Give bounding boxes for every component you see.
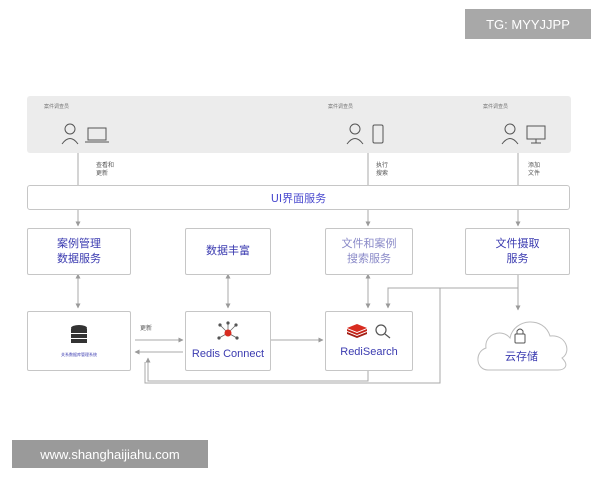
case-management-data-service: 案例管理 数据服务 <box>27 228 131 275</box>
actor-label-1: 案件调查员 <box>44 104 70 110</box>
actor-label-3: 案件调查员 <box>483 104 509 110</box>
actors-band <box>27 96 571 153</box>
actor-label-2: 案件调查员 <box>328 104 354 110</box>
investigator-laptop-icon <box>61 123 109 145</box>
redis-logo-icon <box>347 323 367 338</box>
label-update: 更新 <box>140 325 153 332</box>
investigator-monitor-icon <box>501 123 546 145</box>
label-view-update: 查看和 更新 <box>96 162 115 177</box>
redis-connect-icon <box>217 320 239 340</box>
redisearch-box: RediSearch <box>325 311 413 371</box>
rdbms-box: 关系数据库管理系统 <box>27 311 131 371</box>
database-icon <box>71 325 87 344</box>
label-add-files: 添加 文件 <box>528 162 541 177</box>
redis-connect-label: Redis Connect <box>191 347 265 360</box>
cloud-storage-label: 云存储 <box>505 350 538 363</box>
label-execute-search: 执行 搜索 <box>376 162 389 177</box>
ui-service-bar: UI界面服务 <box>27 185 570 210</box>
watermark-banner: www.shanghaijiahu.com <box>12 440 208 468</box>
file-case-search-service: 文件和案例 搜索服务 <box>325 228 413 275</box>
file-ingestion-service: 文件摄取 服务 <box>465 228 570 275</box>
investigator-phone-icon <box>346 123 384 145</box>
lock-icon <box>514 328 526 344</box>
rdbms-label: 关系数据库管理系统 <box>61 352 97 358</box>
redis-connect-box: Redis Connect <box>185 311 271 371</box>
search-icon <box>375 323 391 339</box>
tg-badge: TG: MYYJJPP <box>465 9 591 39</box>
data-enrichment-service: 数据丰富 <box>185 228 271 275</box>
cloud-storage-shape <box>477 321 568 371</box>
redisearch-label: RediSearch <box>340 345 398 358</box>
